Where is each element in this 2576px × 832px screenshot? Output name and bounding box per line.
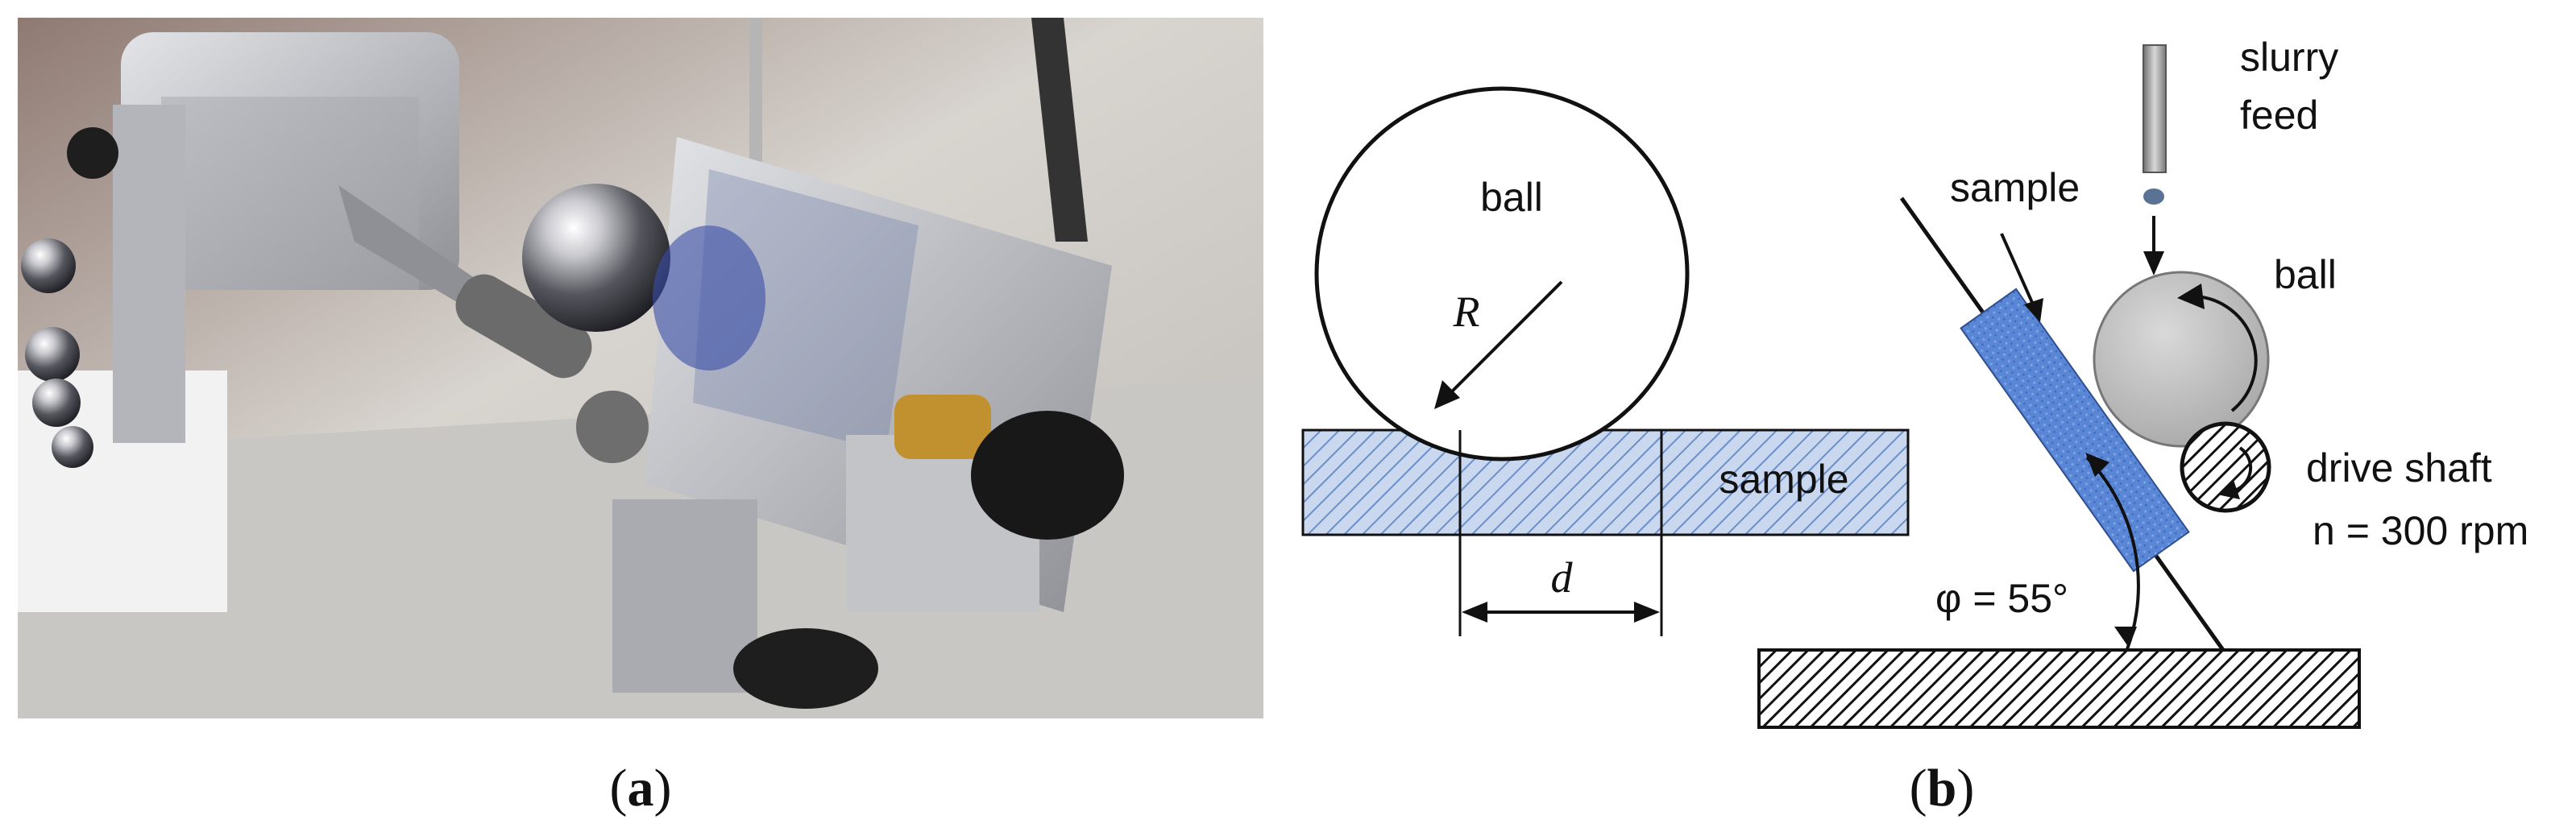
photo-steel-ball [522, 184, 670, 332]
dim-arrowhead-left [1462, 602, 1487, 623]
photo-spare-ball [52, 426, 93, 468]
panel-b-caption: (b) [1910, 759, 1975, 818]
slurry-drop [2143, 188, 2164, 205]
photo-spare-ball [21, 238, 76, 293]
photo-knob [67, 127, 118, 179]
slurry-label-line1: slurry [2240, 35, 2338, 80]
ball-rotation-arc [2195, 295, 2258, 412]
slurry-feed-tube [2143, 44, 2167, 173]
photo-guide-plate [113, 105, 185, 443]
shaft-rotation-arc [2231, 446, 2253, 493]
photo-stand [612, 499, 757, 693]
radius-label: R [1453, 288, 1480, 336]
photo-shaft-collar [455, 274, 592, 379]
panel-a-photo [18, 18, 1263, 718]
sample-leader-arrowhead [2024, 298, 2043, 322]
crater-diagram: ball R sample d [1301, 86, 1910, 636]
slurry-arrowhead [2143, 251, 2164, 275]
photo-rod [1031, 18, 1088, 242]
shaft-rotation-arrowhead [2217, 480, 2240, 499]
photo-black-knob [971, 411, 1124, 540]
angle-arrowhead-bottom [2114, 627, 2137, 648]
photo-motor-shade [161, 97, 419, 290]
radius-arrowhead [1434, 380, 1460, 409]
setup-diagram: slurry feed sample ball drive shaft n = … [1757, 35, 2528, 729]
crater-sample-block [1301, 428, 1910, 536]
blue-sample [1960, 288, 2190, 573]
dim-arrowhead-right [1634, 602, 1660, 623]
photo-blue-reflection [653, 226, 765, 370]
photo-small-knob [576, 391, 649, 463]
crater-ball [1314, 86, 1690, 462]
photo-spare-ball [25, 327, 80, 382]
photo-holder-light [693, 169, 919, 451]
radius-line [1449, 280, 1563, 395]
angle-arrowhead-top [2085, 453, 2109, 477]
panel-a-caption: (a) [610, 759, 672, 818]
rotating-ball [2093, 271, 2270, 448]
ball-rotation-arrowhead [2177, 284, 2205, 309]
setup-sample-label: sample [1950, 165, 2080, 210]
angle-label: φ = 55° [1935, 576, 2068, 621]
crater-sample-label: sample [1719, 457, 1848, 502]
diameter-label: d [1551, 553, 1574, 602]
sample-leader-line [2000, 233, 2035, 307]
slurry-label-line2: feed [2240, 93, 2318, 138]
speed-label: n = 300 rpm [2313, 508, 2528, 553]
base-plate [1757, 648, 2361, 729]
angle-arc [2085, 456, 2140, 650]
photo-spare-ball [32, 379, 81, 427]
crater-ball-label: ball [1480, 175, 1543, 220]
setup-ball-label: ball [2274, 252, 2337, 297]
photo-brass-screw [894, 395, 991, 459]
photo-bottom-knob [733, 628, 878, 709]
shaft-label: drive shaft [2306, 445, 2492, 491]
drive-shaft [2180, 421, 2271, 513]
